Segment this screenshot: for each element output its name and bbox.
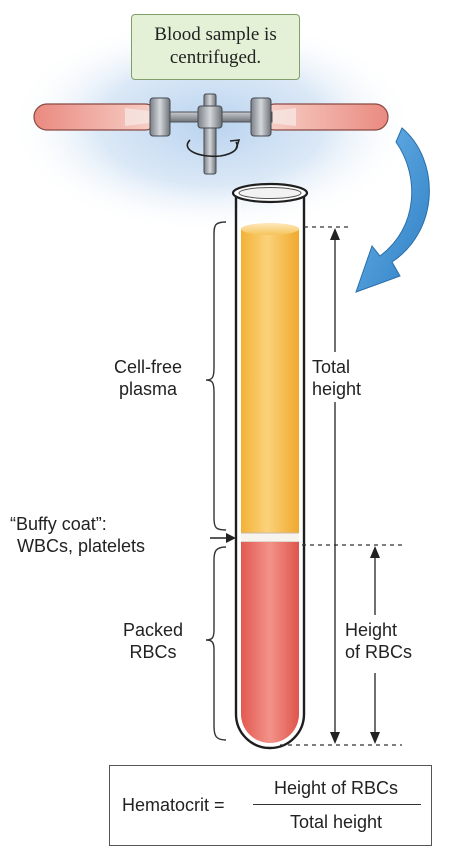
rbc-height-arrow [370, 546, 380, 744]
process-arrow-icon [355, 127, 430, 293]
caption-line-2: centrifuged. [169, 47, 262, 68]
formula-denominator: Total height [289, 812, 383, 832]
packed-label-line-1: Packed [122, 620, 184, 640]
buffy-coat-label-line-2: WBCs, platelets [17, 536, 146, 556]
hematocrit-formula: Hematocrit = Height of RBCs Total height [109, 765, 432, 846]
total-height-label-line-1: Total [312, 357, 351, 377]
total-height-arrow [330, 228, 340, 744]
test-tube-icon [231, 182, 309, 750]
buffy-coat-label: “Buffy coat”: WBCs, platelets [10, 513, 145, 557]
formula-fraction-bar [253, 804, 421, 805]
packed-label-line-2: RBCs [129, 642, 177, 662]
centrifuge-icon [33, 93, 389, 175]
buffy-coat-arrow [210, 533, 236, 543]
total-height-label-line-2: height [312, 379, 362, 399]
plasma-brace [205, 221, 227, 531]
rbc-brace [205, 546, 227, 741]
height-rbc-label-line-2: of RBCs [345, 642, 413, 662]
caption-line-1: Blood sample is [154, 24, 277, 45]
cell-free-plasma-label: Cell-free plasma [108, 356, 188, 400]
measurement-guides [280, 226, 402, 746]
caption-box: Blood sample is centrifuged. [131, 14, 300, 80]
formula-numerator: Height of RBCs [273, 778, 399, 798]
total-height-label: Total height [310, 356, 364, 400]
height-rbc-label-line-1: Height [345, 620, 398, 640]
formula-left: Hematocrit = [122, 795, 225, 815]
buffy-coat-label-line-1: “Buffy coat”: [10, 514, 107, 534]
cell-free-label-line-2: plasma [118, 379, 178, 399]
packed-rbcs-label: Packed RBCs [118, 619, 188, 663]
cell-free-label-line-1: Cell-free [113, 357, 183, 377]
height-of-rbcs-label: Height of RBCs [343, 619, 415, 663]
